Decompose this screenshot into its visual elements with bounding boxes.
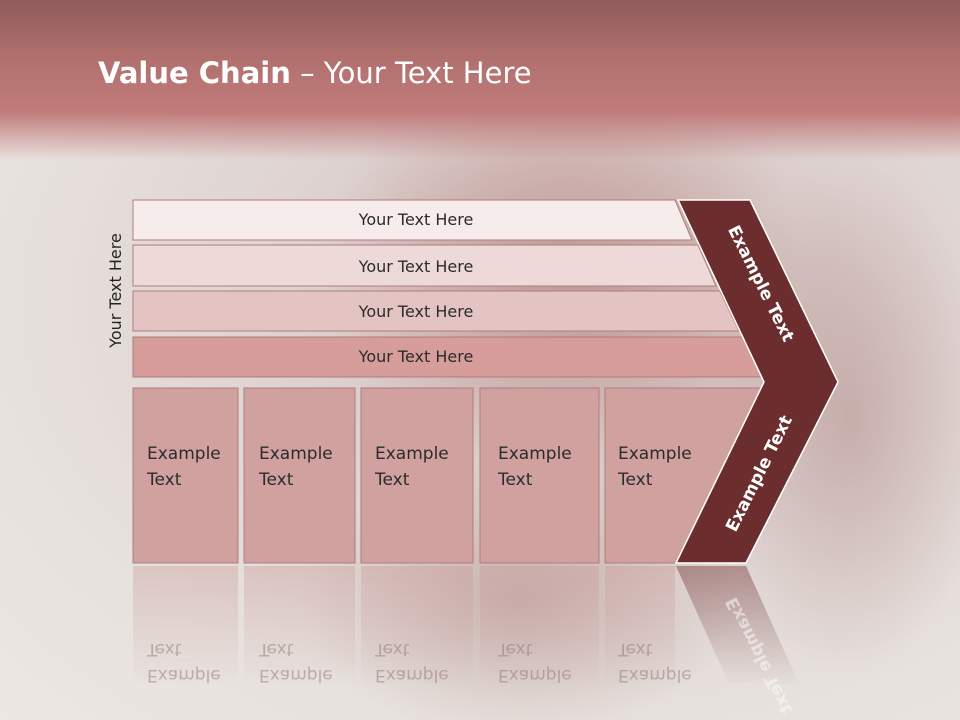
box-4-line-1: Example xyxy=(498,444,572,464)
box-3-line-2: Text xyxy=(374,470,410,490)
box-5: Example Text xyxy=(604,387,763,564)
box-1-reflection xyxy=(133,566,238,686)
row-1-shape xyxy=(132,199,693,241)
box-2-reflected-line-1: Example xyxy=(259,665,333,685)
box-2-line-2: Text xyxy=(258,470,294,490)
box-3: Example Text xyxy=(360,387,474,564)
row-1-label: Your Text Here xyxy=(358,210,474,229)
title-bold: Value Chain xyxy=(98,56,291,90)
box-4-shape xyxy=(479,387,600,564)
box-5-reflected-line-2: Text xyxy=(617,639,653,659)
row-2: Your Text Here xyxy=(132,244,717,287)
box-5-line-2: Text xyxy=(617,470,653,490)
reflection: Example Text Example Text Example Text E… xyxy=(133,566,800,717)
row-3: Your Text Here xyxy=(132,290,740,332)
box-5-reflection xyxy=(605,566,675,686)
box-4: Example Text xyxy=(479,387,600,564)
box-1-shape xyxy=(132,387,239,564)
box-2-shape xyxy=(243,387,356,564)
box-2-line-1: Example xyxy=(259,444,333,464)
box-4-line-2: Text xyxy=(497,470,533,490)
row-3-label: Your Text Here xyxy=(358,302,474,321)
box-2-reflection xyxy=(244,566,355,686)
row-4: Your Text Here xyxy=(132,336,764,378)
box-3-shape xyxy=(360,387,474,564)
box-3-line-1: Example xyxy=(375,444,449,464)
box-5-reflected-line-1: Example xyxy=(618,665,692,685)
box-4-reflected-line-2: Text xyxy=(497,639,533,659)
box-3-reflected-line-2: Text xyxy=(374,639,410,659)
row-1: Your Text Here xyxy=(132,199,693,241)
box-1-reflected-line-1: Example xyxy=(147,665,221,685)
row-2-label: Your Text Here xyxy=(358,257,474,276)
box-5-line-1: Example xyxy=(618,444,692,464)
page-title: Value Chain – Your Text Here xyxy=(98,56,532,90)
header-band xyxy=(0,0,960,160)
box-1-line-2: Text xyxy=(146,470,182,490)
box-2-reflected-line-2: Text xyxy=(258,639,294,659)
box-4-reflected-line-1: Example xyxy=(498,665,572,685)
row-3-shape xyxy=(132,290,740,332)
box-3-reflection xyxy=(361,566,473,686)
box-3-reflected-line-1: Example xyxy=(375,665,449,685)
box-1-reflected-line-2: Text xyxy=(146,639,182,659)
box-1: Example Text xyxy=(132,387,239,564)
box-4-reflection xyxy=(480,566,599,686)
margin-chevron-shape xyxy=(674,199,839,564)
box-2: Example Text xyxy=(243,387,356,564)
title-rest: – Your Text Here xyxy=(290,56,532,90)
box-1-line-1: Example xyxy=(147,444,221,464)
row-2-shape xyxy=(132,244,717,287)
chevron-reflection xyxy=(676,566,800,686)
row-4-label: Your Text Here xyxy=(358,347,474,366)
